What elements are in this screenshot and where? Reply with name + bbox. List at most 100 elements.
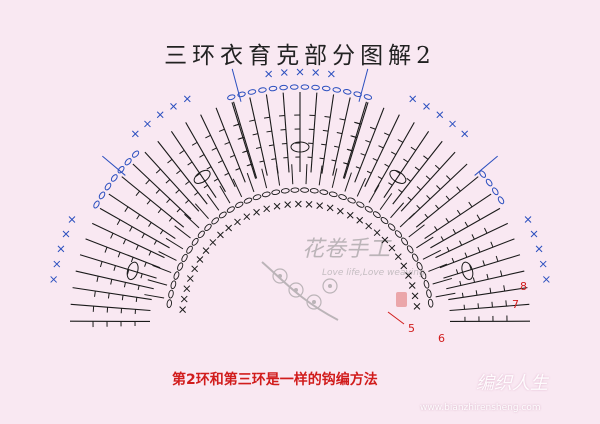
- chain-oval-symbol: [247, 89, 257, 95]
- stitch-crossbar: [426, 195, 431, 200]
- single-crochet-x-symbol: [411, 292, 419, 300]
- chain-oval-symbol: [372, 211, 381, 219]
- stitch-crossbar: [121, 295, 124, 301]
- chain-oval-symbol: [300, 84, 310, 90]
- stitch-crossbar: [446, 246, 450, 252]
- stitch-crossbar: [424, 213, 429, 219]
- stitch-crossbar: [268, 144, 274, 147]
- stitch-crossbar: [344, 162, 349, 165]
- page-title: 三环衣育克部分图解2: [164, 43, 436, 69]
- stitch-crossbar: [165, 179, 171, 184]
- chain-oval-symbol: [321, 85, 331, 92]
- single-crochet-x-symbol: [53, 260, 61, 268]
- stitch-crossbar: [486, 273, 489, 280]
- double-crochet-symbol: [424, 193, 492, 240]
- stitch-crossbar: [135, 297, 138, 302]
- stitch-crossbar: [218, 128, 225, 132]
- chain-oval-symbol: [328, 191, 338, 198]
- stitch-crossbar: [94, 290, 96, 297]
- chain-oval-symbol: [235, 201, 244, 208]
- stitch-crossbar: [398, 189, 403, 193]
- stitch-crossbar: [167, 158, 173, 164]
- double-crochet-symbol: [305, 164, 308, 185]
- stitch-crossbar: [366, 170, 372, 174]
- stitch-crossbar: [148, 222, 152, 227]
- double-crochet-symbol: [108, 193, 176, 240]
- stitch-crossbar: [255, 146, 262, 149]
- stitch-crossbar: [146, 199, 151, 205]
- chain-oval-symbol: [218, 211, 227, 219]
- stitch-crossbar: [482, 260, 486, 266]
- double-crochet-symbol: [310, 92, 318, 173]
- stitch-crossbar: [123, 282, 126, 288]
- double-crochet-symbol: [430, 207, 501, 249]
- chain-oval-symbol: [389, 169, 407, 184]
- single-crochet-x-symbol: [524, 216, 532, 223]
- double-crochet-symbol: [200, 114, 236, 187]
- chain-oval-symbol: [268, 85, 278, 92]
- single-crochet-x-symbol: [539, 260, 547, 268]
- stitch-crossbar: [229, 154, 235, 158]
- stitch-crossbar: [205, 134, 211, 139]
- chain-oval-symbol: [279, 84, 288, 91]
- watermark-blossom: [272, 268, 288, 284]
- double-crochet-symbol: [343, 102, 369, 179]
- chain-oval-symbol: [211, 217, 219, 225]
- stitch-crossbar: [378, 145, 384, 149]
- single-crochet-x-symbol: [394, 253, 402, 261]
- stitch-crossbar: [425, 175, 431, 180]
- stitch-crossbar: [423, 155, 429, 160]
- stitch-crossbar: [104, 246, 108, 253]
- stitch-crossbar: [445, 195, 450, 201]
- chain-oval-symbol: [406, 245, 414, 254]
- stitch-crossbar: [434, 226, 438, 231]
- stitch-crossbar: [130, 257, 134, 263]
- stitch-crossbar: [397, 139, 404, 143]
- chain-oval-symbol: [338, 194, 347, 200]
- stitch-crossbar: [166, 198, 171, 204]
- chain-oval-symbol: [226, 206, 235, 213]
- stitch-crossbar: [459, 280, 462, 286]
- stitch-crossbar: [155, 189, 161, 194]
- direction-arrow-symbol: [102, 155, 126, 176]
- stitch-crossbar: [145, 179, 150, 185]
- stitch-crossbar: [107, 293, 110, 299]
- stitch-crossbar: [224, 141, 230, 145]
- stitch-crossbar: [495, 255, 499, 262]
- stitch-crossbar: [234, 123, 241, 127]
- stitch-crossbar: [475, 290, 478, 296]
- single-crochet-x-symbol: [405, 272, 412, 279]
- single-crochet-x-symbol: [57, 245, 65, 253]
- stitch-crossbar: [122, 239, 127, 245]
- double-crochet-symbol: [432, 277, 453, 285]
- chain-oval-symbol: [423, 279, 430, 289]
- double-crochet-symbol: [435, 222, 509, 259]
- stitch-crossbar: [259, 160, 265, 163]
- stitch-crossbar: [416, 204, 421, 209]
- single-crochet-x-symbol: [327, 70, 335, 78]
- double-crochet-symbol: [331, 168, 338, 188]
- chain-oval-symbol: [309, 188, 319, 194]
- single-crochet-x-symbol: [305, 200, 313, 208]
- stitch-crossbar: [500, 270, 503, 277]
- stitch-crossbar: [279, 115, 285, 117]
- stitch-crossbar: [461, 292, 464, 298]
- double-crochet-symbol: [232, 178, 243, 198]
- chain-oval-symbol: [124, 158, 132, 166]
- stitch-crossbar: [351, 135, 358, 139]
- double-crochet-symbol: [449, 303, 530, 312]
- chain-oval-symbol: [271, 189, 281, 195]
- chain-oval-symbol: [311, 84, 320, 91]
- stitch-crossbar: [416, 186, 422, 191]
- chain-oval-symbol: [110, 174, 118, 182]
- double-crochet-symbol: [165, 237, 184, 250]
- double-crochet-symbol: [232, 101, 258, 179]
- chain-oval-symbol: [252, 194, 262, 201]
- stitch-crossbar: [263, 116, 270, 119]
- double-crochet-symbol: [428, 263, 448, 272]
- stitch-crossbar: [110, 279, 113, 285]
- chain-oval-symbol: [289, 84, 299, 90]
- stitch-crossbar: [407, 196, 412, 201]
- stitch-crossbar: [468, 201, 473, 208]
